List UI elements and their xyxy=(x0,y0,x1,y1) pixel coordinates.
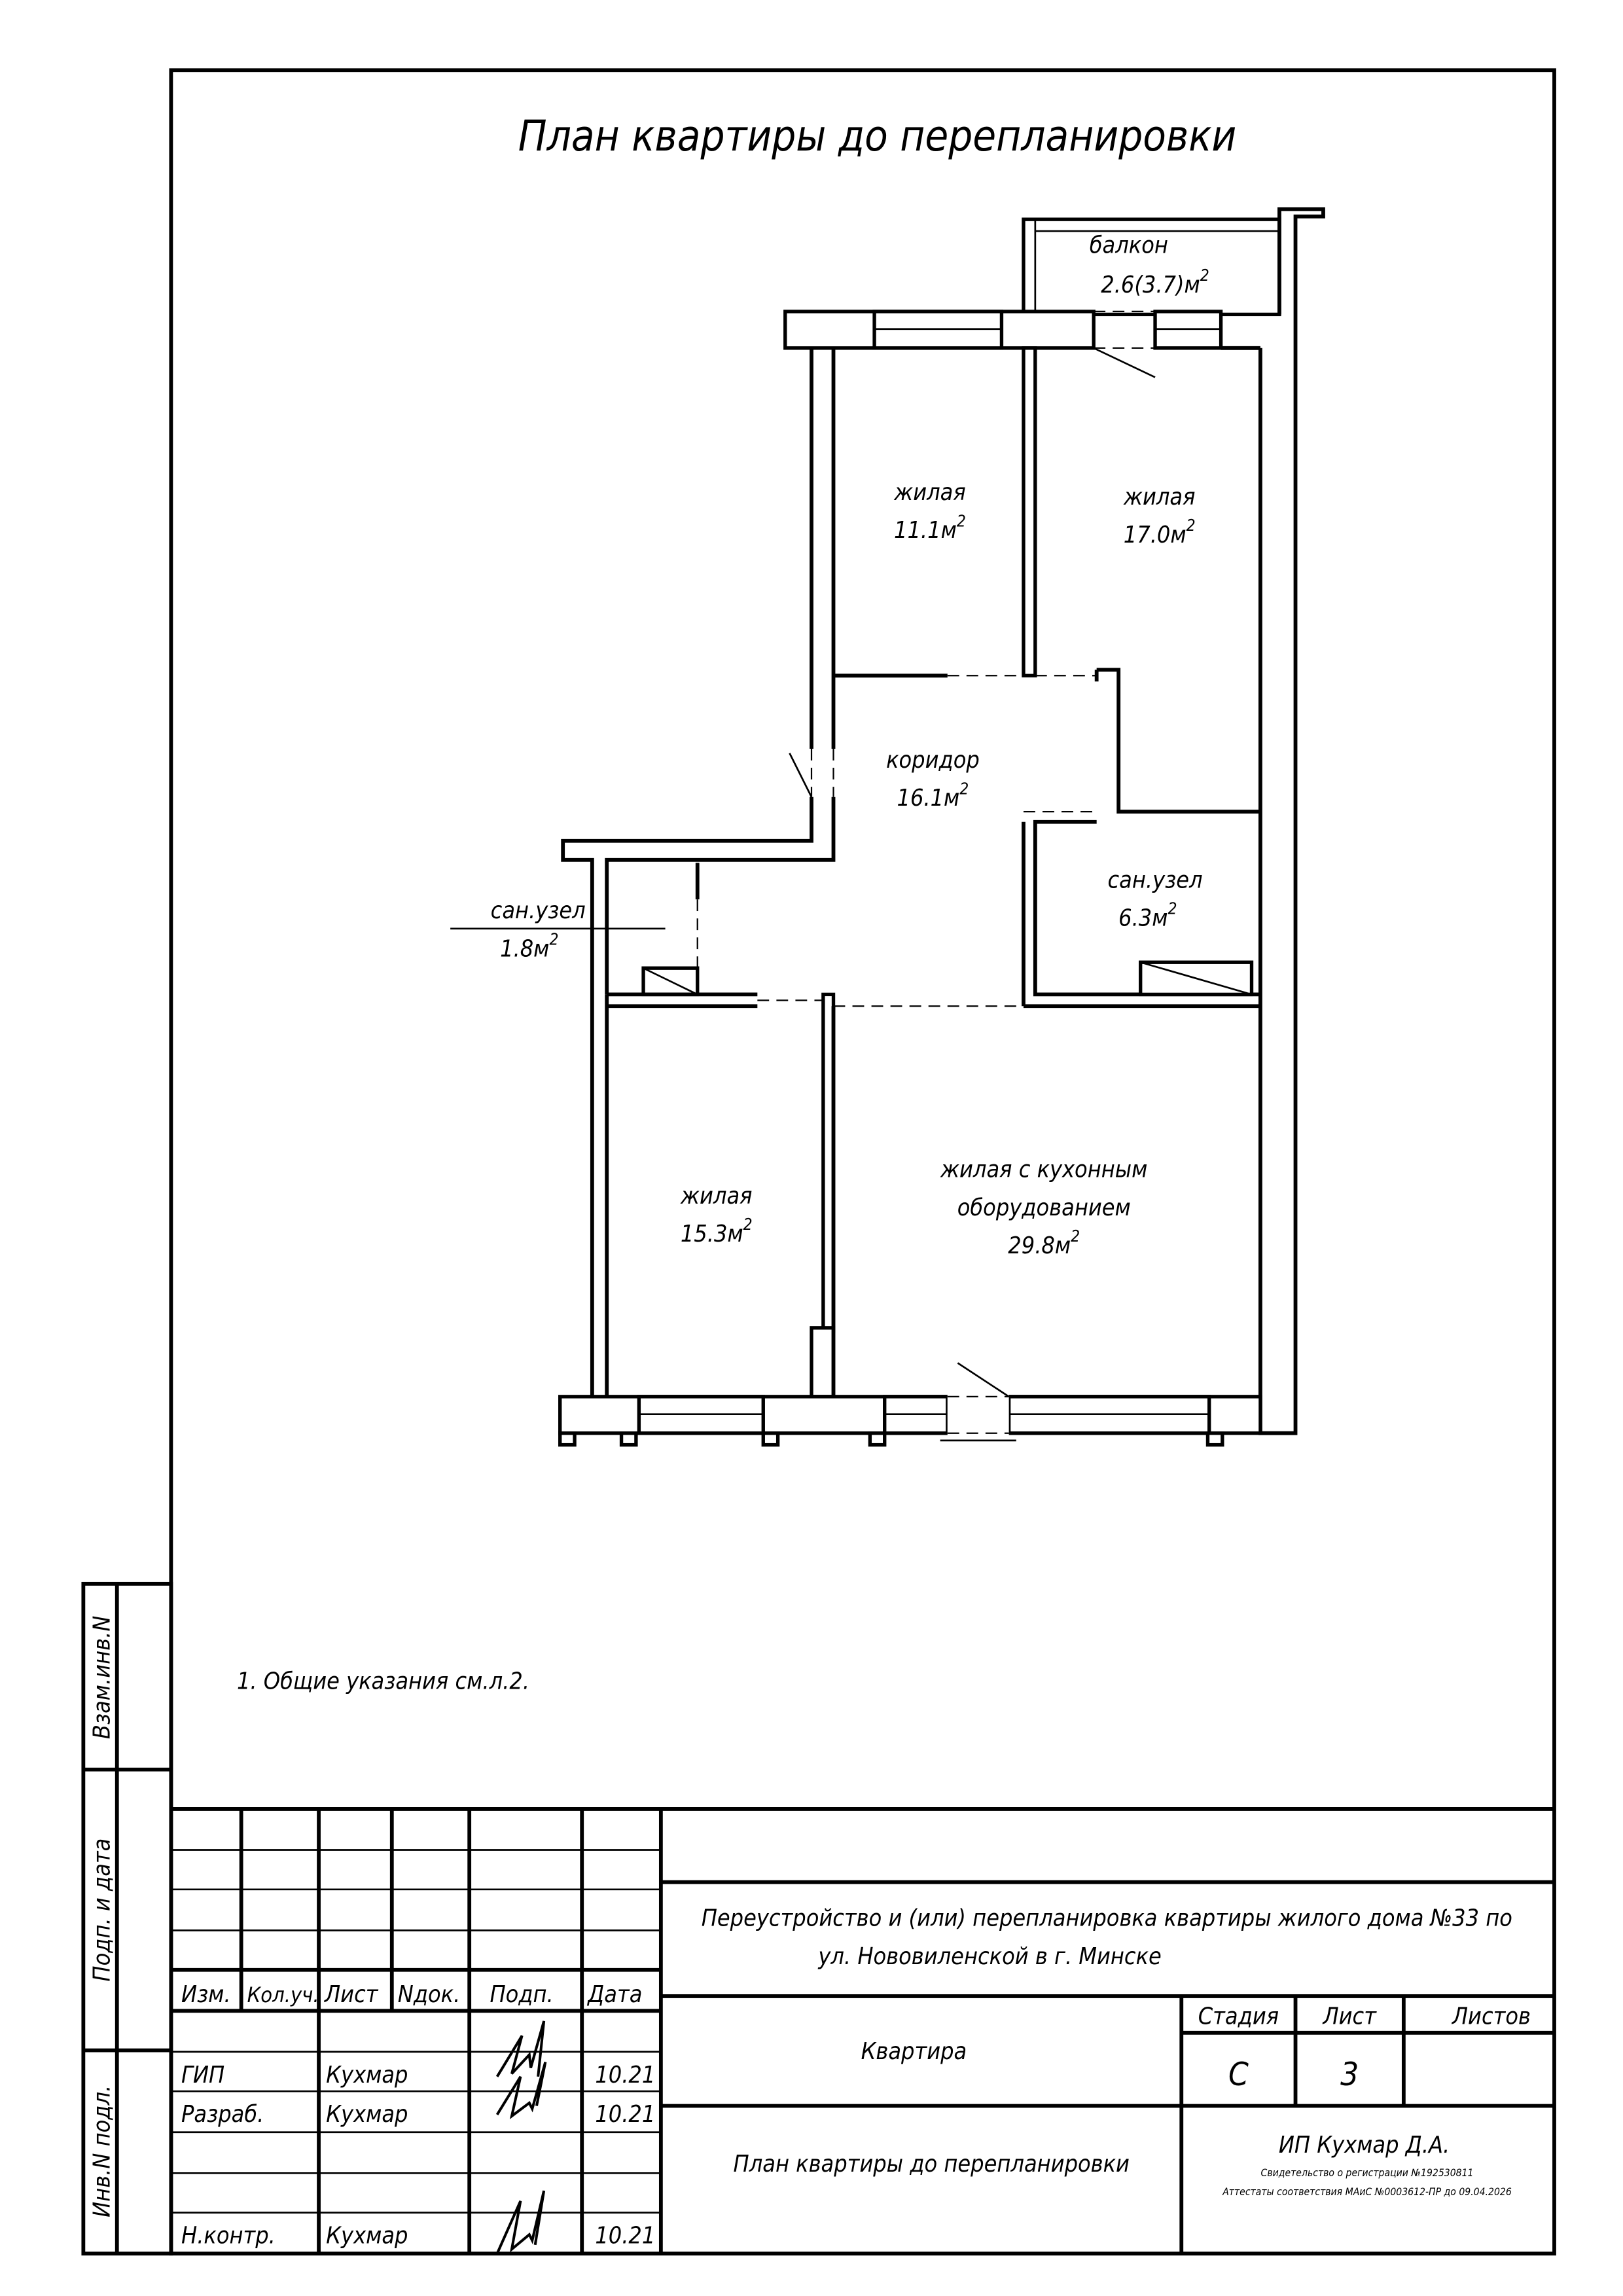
date-cell: 10.21 xyxy=(595,2101,655,2128)
general-note: 1. Общие указания см.л.2. xyxy=(237,1668,529,1695)
room-area: 15.3м2 xyxy=(681,1215,753,1247)
strip-label: Инв.N подл. xyxy=(89,2085,116,2217)
header-cell: Nдок. xyxy=(398,1981,461,2008)
room-area: 16.1м2 xyxy=(897,779,969,812)
project-title: ул. Нововиленской в г. Минске xyxy=(817,1943,1161,1970)
header-cell: Лист xyxy=(324,1981,379,2008)
date-cell: 10.21 xyxy=(595,2062,655,2089)
title-block: Изм. Кол.уч. Лист Nдок. Подп. Дата ГИП К… xyxy=(171,1807,1554,2255)
header-cell: Кол.уч. xyxy=(247,1982,319,2007)
room-name: жилая xyxy=(893,479,965,506)
attestation: Аттестаты соответствия МАиС №0003612-ПР … xyxy=(1222,2185,1512,2198)
strip-label: Подп. и дата xyxy=(89,1839,116,1982)
room-area: 6.3м2 xyxy=(1118,899,1177,931)
balcony-outline xyxy=(1022,217,1281,317)
right-outer-wall xyxy=(1258,207,1325,1435)
sheet-frame xyxy=(169,68,1556,2256)
name-cell: Кухмар xyxy=(326,2062,408,2089)
room-name: сан.узел xyxy=(491,897,586,924)
room-area: 17.0м2 xyxy=(1124,516,1196,548)
stage-value: С xyxy=(1228,2055,1249,2093)
registration: Свидетельство о регистрации №192530811 xyxy=(1261,2166,1474,2179)
sheets-label: Листов xyxy=(1452,2003,1531,2030)
room-name: сан.узел xyxy=(1108,867,1203,893)
drawing-title: План квартиры до перепланировки xyxy=(518,112,1236,161)
door-swing xyxy=(1093,347,1156,378)
role-cell: Разраб. xyxy=(181,2101,264,2128)
header-cell: Изм. xyxy=(181,1981,231,2008)
date-cell: 10.21 xyxy=(595,2223,655,2250)
balcony-name: балкон xyxy=(1090,232,1168,259)
sheet-title: План квартиры до перепланировки xyxy=(734,2151,1130,2178)
sheet-value: 3 xyxy=(1340,2055,1359,2093)
room-labels: балкон 2.6(3.7)м2 жилая 11.1м2 жилая 17.… xyxy=(491,232,1209,1259)
header-cell: Дата xyxy=(586,1981,642,2008)
room-area: 11.1м2 xyxy=(894,511,966,544)
room-name: жилая xyxy=(1123,484,1195,511)
name-cell: Кухмар xyxy=(326,2101,408,2128)
name-cell: Кухмар xyxy=(326,2223,408,2250)
object-name: Квартира xyxy=(861,2038,967,2065)
floor-plan xyxy=(450,207,1325,1447)
room-name: коридор xyxy=(886,747,980,774)
room-name: оборудованием xyxy=(957,1194,1131,1221)
side-strip: Взам.инв.N Подп. и дата Инв.N подл. xyxy=(81,1581,173,2256)
balcony-area: 2.6(3.7)м2 xyxy=(1101,266,1209,298)
room-name: жилая с кухонным xyxy=(940,1157,1147,1183)
signature xyxy=(495,2020,547,2255)
role-cell: Н.контр. xyxy=(181,2223,276,2250)
strip-label: Взам.инв.N xyxy=(89,1616,116,1739)
sheet-label: Лист xyxy=(1322,2003,1377,2030)
room-area: 29.8м2 xyxy=(1008,1227,1080,1259)
stage-label: Стадия xyxy=(1198,2003,1279,2030)
header-cell: Подп. xyxy=(490,1981,553,2008)
room-name: жилая xyxy=(680,1183,752,1210)
role-cell: ГИП xyxy=(181,2062,224,2089)
room-area: 1.8м2 xyxy=(500,929,558,962)
company-name: ИП Кухмар Д.А. xyxy=(1279,2132,1450,2159)
project-title: Переустройство и (или) перепланировка кв… xyxy=(702,1905,1512,1932)
